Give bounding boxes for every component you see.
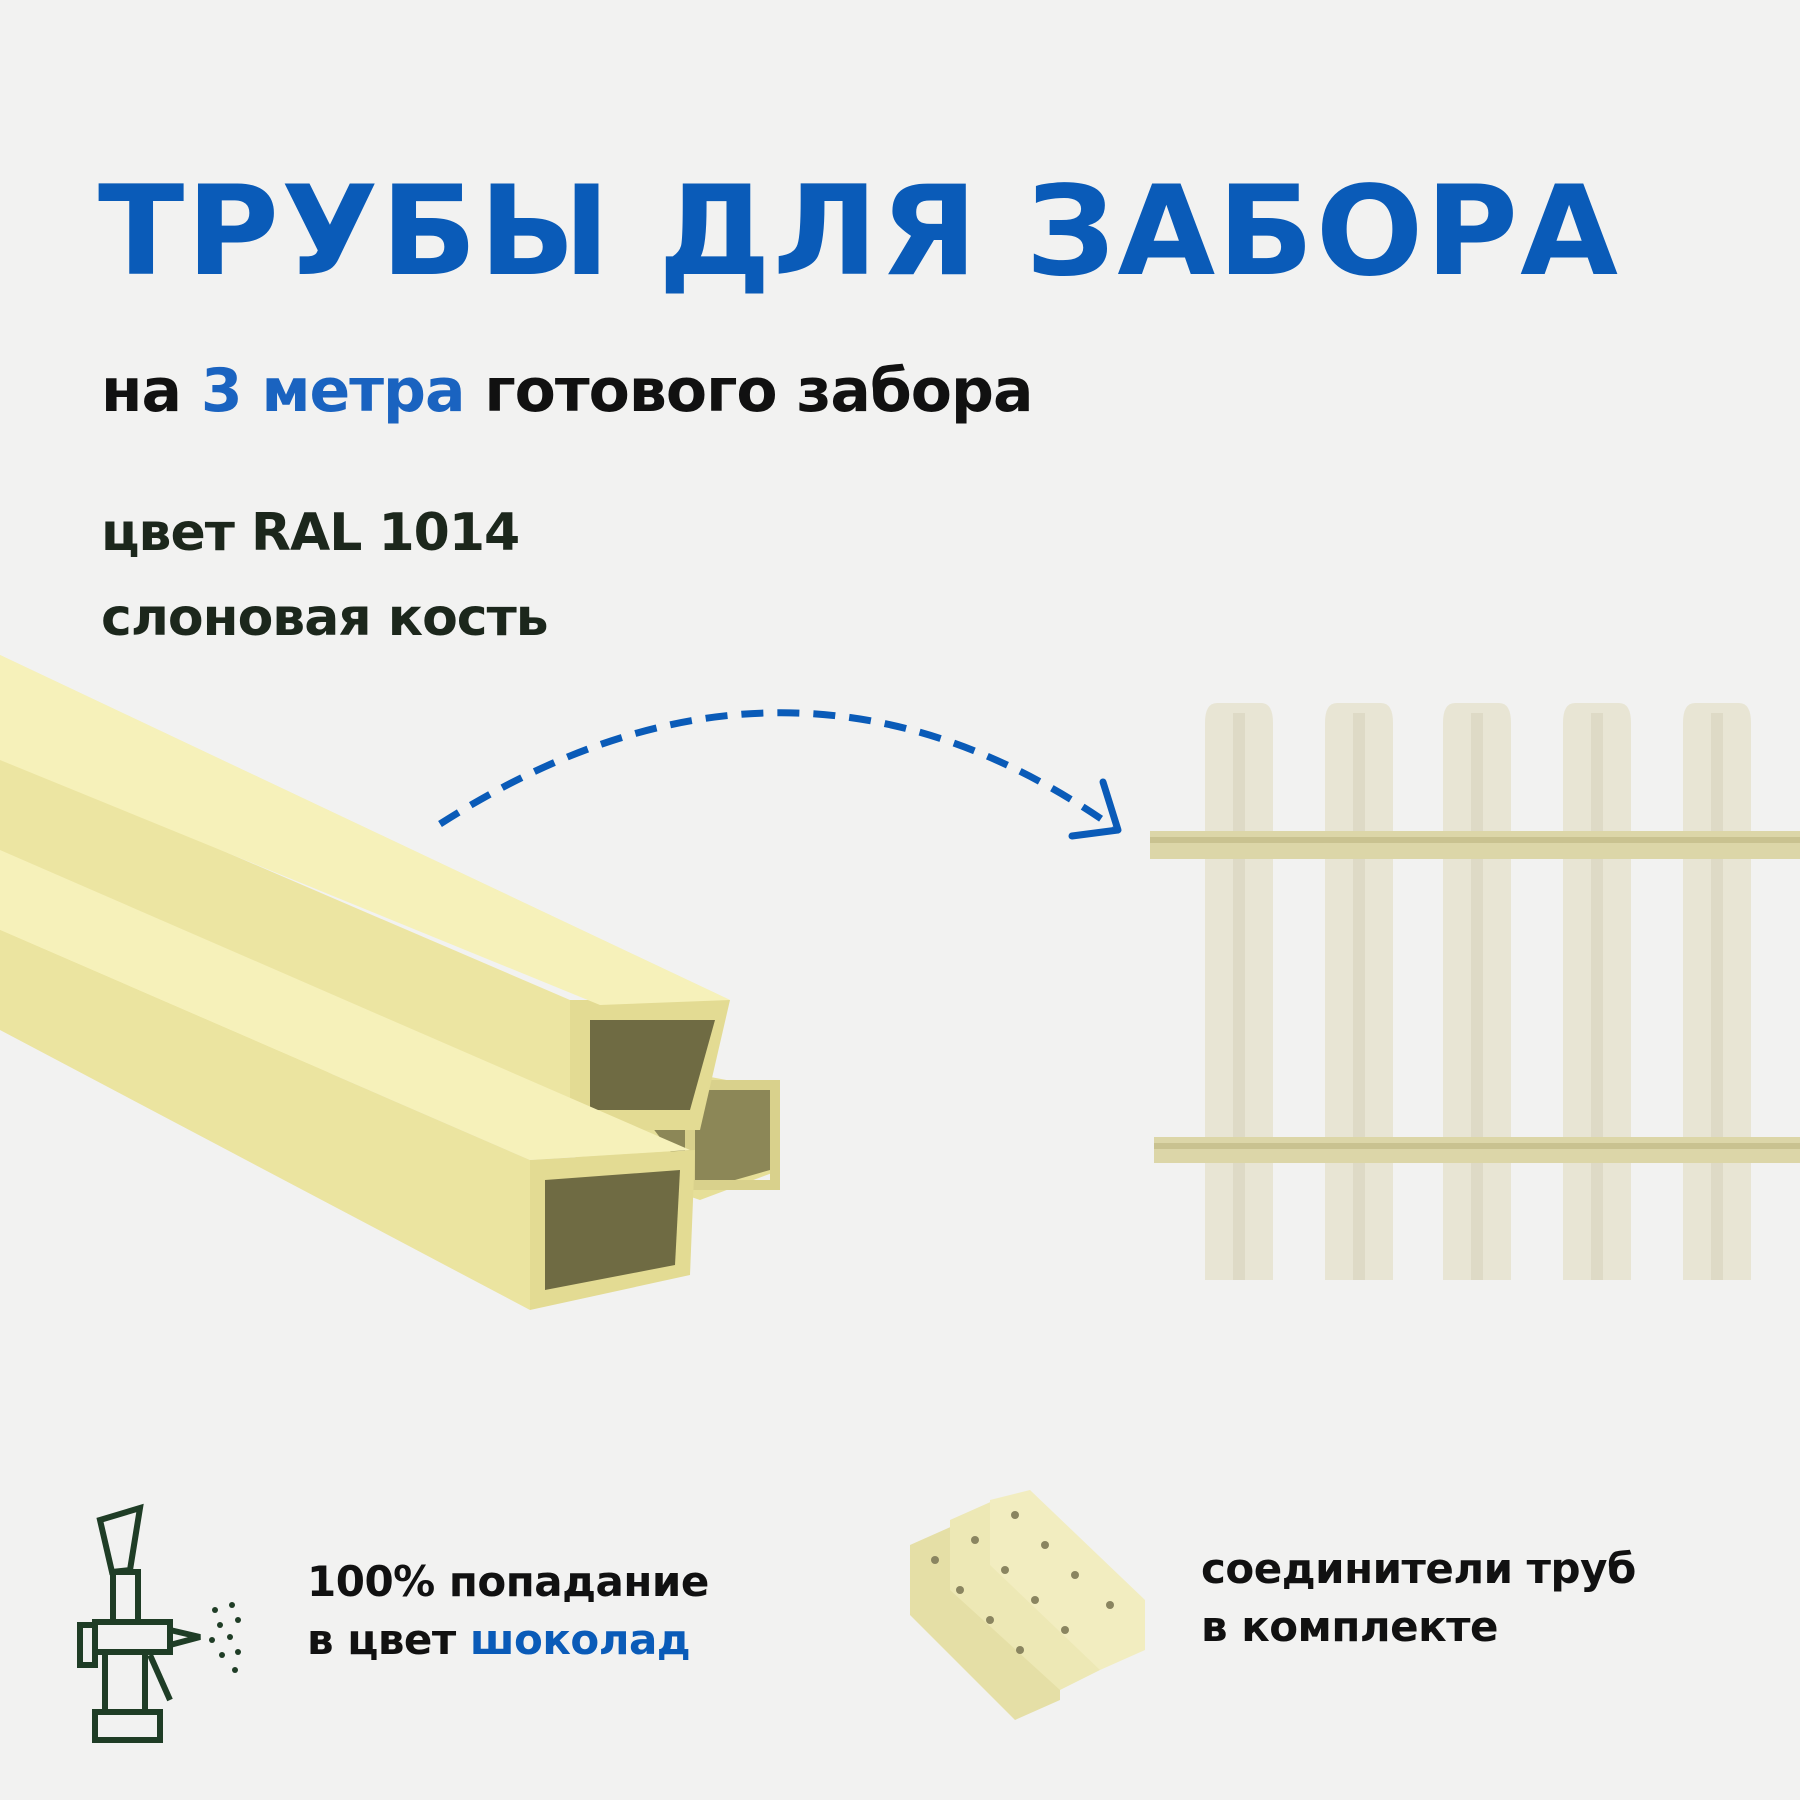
picket-rib	[1591, 713, 1603, 1280]
feature-highlight: шоколад	[469, 1615, 691, 1664]
feature-line: 100% попадание	[307, 1557, 709, 1606]
feature-color-match: 100% попадание в цвет шоколад	[307, 1553, 709, 1669]
fence-picket	[1683, 703, 1751, 1280]
fence-rail-bottom	[1154, 1137, 1800, 1163]
subtitle-suffix: готового забора	[484, 356, 1033, 426]
feature-line: в комплекте	[1201, 1602, 1498, 1651]
fence-picket	[1443, 703, 1511, 1280]
rail-groove	[1154, 1143, 1800, 1149]
feature-line: в цвет шоколад	[307, 1611, 709, 1669]
pipe-connectors-icon	[910, 1490, 1145, 1720]
feature-text: в цвет	[307, 1615, 456, 1664]
subtitle: на 3 метра готового забора	[101, 356, 1033, 426]
pipe-bottom	[0, 850, 695, 1310]
fence-picket	[1205, 703, 1273, 1280]
picket-rib	[1233, 713, 1245, 1280]
fence-rail-top	[1150, 831, 1800, 859]
page-title: ТРУБЫ ДЛЯ ЗАБОРА	[98, 160, 1620, 304]
color-name: слоновая кость	[101, 588, 549, 648]
picket-rib	[1353, 713, 1365, 1280]
subtitle-prefix: на	[101, 356, 182, 426]
spray-gun-icon	[77, 1503, 201, 1743]
subtitle-highlight: 3 метра	[200, 356, 466, 426]
feature-connectors: соединители труб в комплекте	[1201, 1540, 1636, 1656]
rail-groove	[1150, 837, 1800, 843]
fence-picket	[1325, 703, 1393, 1280]
arrow-head-icon	[1068, 778, 1122, 840]
spray-dots	[209, 1602, 241, 1673]
pipes-image	[0, 655, 780, 1310]
fence-picket	[1563, 703, 1631, 1280]
color-code: цвет RAL 1014	[101, 503, 520, 563]
picket-rib	[1471, 713, 1483, 1280]
feature-line: соединители труб	[1201, 1544, 1636, 1593]
picket-rib	[1711, 713, 1723, 1280]
